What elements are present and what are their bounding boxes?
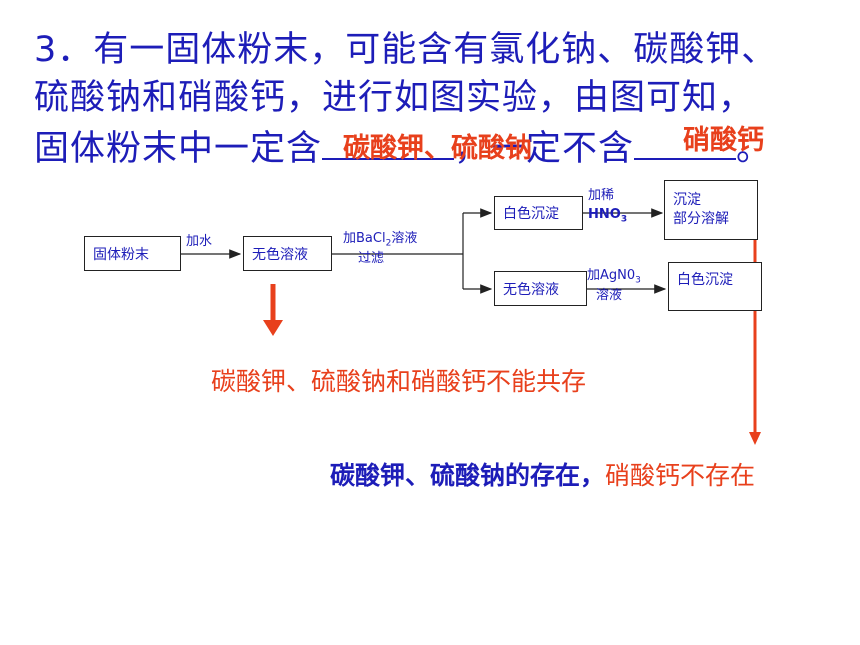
label-add-agno3: 加AgN03 — [587, 267, 641, 290]
box-precipitate-partially-dissolved: 沉淀 部分溶解 — [664, 180, 758, 240]
hno3-text: HNO — [588, 207, 621, 222]
label-add-water: 加水 — [186, 234, 213, 249]
hno3-subscript: 3 — [620, 214, 628, 225]
label-add-dilute: 加稀 — [588, 188, 615, 203]
question-line-3-part-a: 固体粉末中一定含 — [34, 129, 323, 169]
note-conclusion-red: 硝酸钙不存在 — [605, 461, 756, 490]
box-white-precipitate-1: 白色沉淀 — [494, 196, 583, 230]
question-line-3-part-b: ，一定不含 — [454, 129, 635, 169]
note-conclusion: 碳酸钾、硫酸钠的存在，硝酸钙不存在 — [330, 456, 755, 492]
note-cannot-coexist: 碳酸钾、硫酸钠和硝酸钙不能共存 — [211, 367, 587, 396]
question-line-3-end: 。 — [736, 129, 773, 169]
label-agno3-solution: 溶液 — [596, 288, 623, 303]
bacl2-subscript: 2 — [385, 238, 392, 249]
box-white-precipitate-2: 白色沉淀 — [668, 262, 762, 311]
question-line-1: 3．有一固体粉末，可能含有氯化钠、碳酸钾、 — [34, 30, 778, 70]
answer-1: 碳酸钾、硫酸钠 — [343, 133, 532, 164]
label-filter: 过滤 — [358, 251, 385, 266]
note-conclusion-blue: 碳酸钾、硫酸钠的存在， — [330, 461, 606, 490]
box-solid-powder: 固体粉末 — [84, 236, 181, 271]
label-hno3: HNO3 — [588, 206, 627, 229]
label-add-bacl2: 加BaCl2溶液 — [343, 230, 417, 253]
box-clear-solution-1: 无色溶液 — [243, 236, 332, 271]
bacl2-text-b: 溶液 — [391, 231, 418, 246]
box-clear-solution-2: 无色溶液 — [494, 271, 587, 306]
box-ppt-line-1: 沉淀 — [673, 192, 701, 208]
agno3-subscript: 3 — [635, 275, 641, 286]
answer-blank-2 — [634, 122, 737, 160]
box-ppt-line-2: 部分溶解 — [673, 211, 729, 227]
red-arrow-head-2 — [749, 432, 761, 445]
answer-blank-1 — [322, 122, 455, 160]
question-line-3: 固体粉末中一定含 ，一定不含 。 — [34, 122, 772, 171]
answer-2: 硝酸钙 — [683, 125, 764, 156]
agno3-text: 加AgN0 — [587, 268, 636, 283]
red-arrow-head-1 — [263, 320, 283, 336]
question-line-2: 硫酸钠和硝酸钙，进行如图实验，由图可知， — [34, 78, 755, 118]
bacl2-text-a: 加BaCl — [343, 231, 386, 246]
